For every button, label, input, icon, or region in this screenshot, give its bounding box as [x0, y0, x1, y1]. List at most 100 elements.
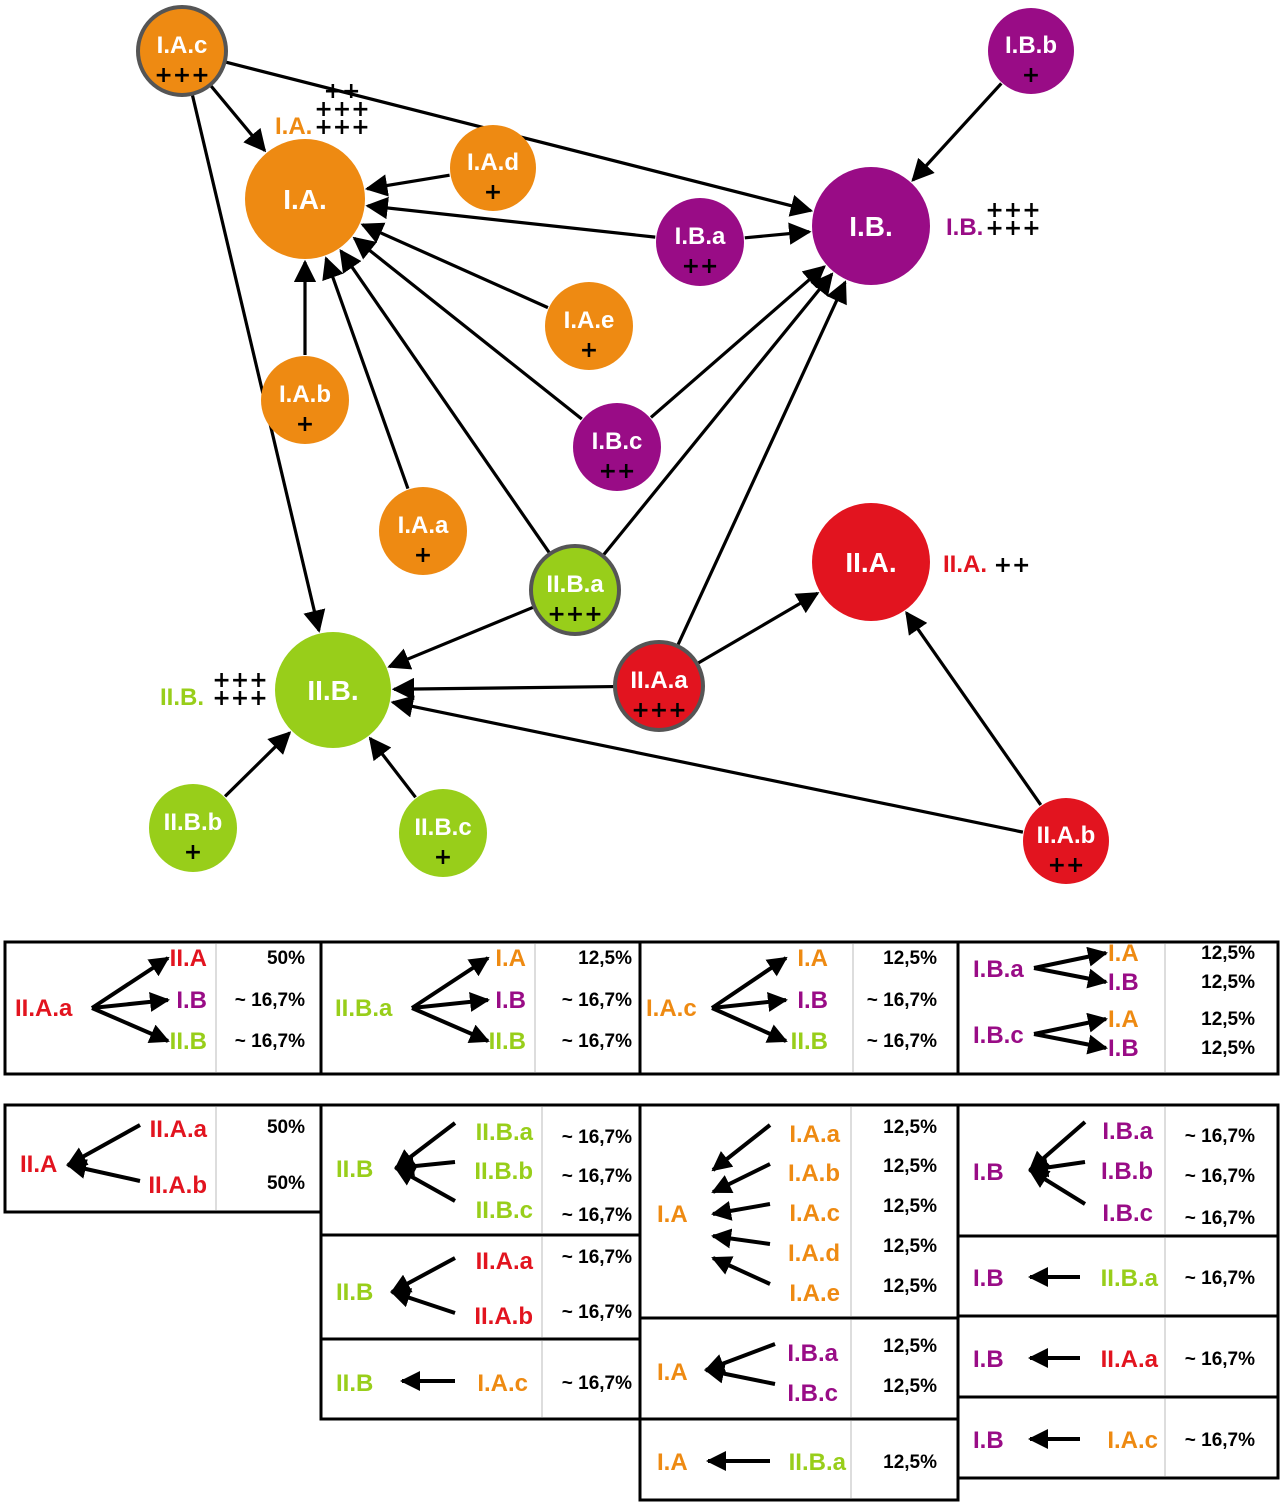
table-percentage: 12,5% [1201, 943, 1255, 964]
table-percentage: 12,5% [1201, 972, 1255, 993]
table-percentage: 12,5% [883, 1452, 937, 1473]
node-circle [245, 139, 365, 259]
node-circle [613, 640, 705, 732]
node-label: I.A.e [564, 307, 615, 334]
edge-arrow-iba-to-ib [744, 222, 812, 245]
table-percentage: ~ 16,7% [562, 1031, 632, 1052]
table-percentage: ~ 16,7% [867, 1031, 937, 1052]
table-percentage: ~ 16,7% [235, 1031, 305, 1052]
table-label: I.A [657, 1359, 688, 1386]
node-label: I.A.a [398, 512, 449, 539]
outflow-arrow [411, 991, 490, 1012]
node-iia: II.A. [812, 503, 930, 621]
table-label: II.B.a [476, 1119, 534, 1146]
node-label: I.A.c [157, 32, 208, 59]
table-percentage: 12,5% [883, 1236, 937, 1257]
table-percentage: 12,5% [883, 948, 937, 969]
table-label: I.A.c [789, 1200, 840, 1227]
table-label: II.A [170, 945, 207, 972]
edge-arrow-iiab-to-iia [905, 610, 1043, 806]
edge-arrow-ibc-to-ia [352, 236, 583, 421]
table-label: II.B [489, 1028, 526, 1055]
node-circle [261, 356, 349, 444]
hub-tag-label: II.A. [943, 551, 987, 578]
node-circle [136, 5, 228, 97]
table-percentage: ~ 16,7% [562, 1302, 632, 1323]
table-label: I.B [176, 987, 207, 1014]
inflow-arrow [1028, 1157, 1086, 1178]
nodes-layer: I.A.c+++I.A.I.A.d+I.A.e+I.A.b+I.A.a+I.B.… [136, 5, 1109, 884]
table-label: I.B [1108, 1035, 1139, 1062]
inflow-arrow [1028, 1168, 1087, 1206]
node-circle [573, 403, 661, 491]
node-circle [450, 125, 536, 211]
table-percentage: 50% [267, 948, 305, 969]
table-percentage: ~ 16,7% [562, 1127, 632, 1148]
table-label: I.B [973, 1159, 1004, 1186]
node-circle [812, 503, 930, 621]
outflow-arrow [91, 991, 170, 1012]
node-label: I.B. [849, 211, 893, 242]
outflow-arrow [1033, 1012, 1108, 1036]
outflow-arrow [1033, 946, 1108, 970]
table-label: I.A.c [477, 1370, 528, 1397]
table-percentage: ~ 16,7% [1185, 1268, 1255, 1289]
table-label: II.B.a [789, 1449, 847, 1476]
table-label: I.B.c [973, 1022, 1024, 1049]
inflow-arrow [711, 1228, 771, 1249]
table-label: II.A.a [150, 1116, 208, 1143]
node-iiab: II.A.b++ [1023, 798, 1109, 884]
table-label: I.B.a [1102, 1118, 1153, 1145]
node-circle [399, 789, 487, 877]
hub-tag-mark: +++ [212, 686, 267, 711]
hub-tag-iib: II.B.++++++ [160, 668, 268, 711]
outflow-arrow [711, 991, 788, 1012]
edge-arrow-iiba-to-ia [339, 248, 551, 554]
table-label: I.B [1108, 969, 1139, 996]
table-label: I.B [973, 1427, 1004, 1454]
node-ia: I.A. [245, 139, 365, 259]
table-percentage: 12,5% [883, 1276, 937, 1297]
node-label: I.B.c [592, 428, 643, 455]
outflow-arrow [1033, 966, 1108, 989]
table-percentage: ~ 16,7% [562, 1166, 632, 1187]
edge-arrow-iiab-to-iib [390, 695, 1024, 834]
node-mark: ++ [682, 254, 719, 279]
node-circle [379, 487, 467, 575]
node-circle [275, 632, 391, 748]
table-label: I.A [1108, 940, 1139, 967]
hub-tag-mark: +++ [314, 115, 369, 140]
inflow-arrow [711, 1201, 771, 1221]
table-label: II.B [170, 1028, 207, 1055]
node-iab: I.A.b+ [261, 356, 349, 444]
table-label: II.A.b [148, 1172, 207, 1199]
table-label: I.A.e [789, 1280, 840, 1307]
edge-arrow-iiaa-to-ib [676, 280, 847, 646]
node-mark: +++ [631, 698, 686, 723]
edge-arrow-ibc-to-ib [649, 265, 826, 419]
table-label: II.B.a [1101, 1265, 1159, 1292]
hub-tag-mark: +++ [985, 198, 1040, 223]
table-percentage: ~ 16,7% [562, 1247, 632, 1268]
node-mark: +++ [154, 63, 209, 88]
table-label: I.B.a [973, 956, 1024, 983]
table-percentage: ~ 16,7% [562, 1373, 632, 1394]
node-circle [656, 198, 744, 286]
inflow-arrow [711, 1256, 771, 1286]
inflow-arrow [66, 1159, 141, 1183]
tables-layer: II.A.a II.A 50% I.B ~ 16,7% II.B ~ 16,7% II.B.a… [3, 940, 1280, 1502]
table-label: I.B.a [787, 1340, 838, 1367]
table-label: I.A [1108, 1006, 1139, 1033]
inflow-arrow [394, 1156, 456, 1177]
hub-tag-mark: +++ [985, 216, 1040, 241]
table-label: II.A.b [474, 1303, 533, 1330]
node-iac: I.A.c +++ [136, 5, 228, 97]
table-percentage: 12,5% [578, 948, 632, 969]
edge-arrow-iiba-to-iib [387, 605, 535, 670]
hub-tag-mark: +++ [314, 97, 369, 122]
table-percentage: 12,5% [883, 1336, 937, 1357]
node-mark: ++ [1048, 853, 1085, 878]
hub-tag-iia: II.A.++ [943, 551, 1030, 578]
node-circle [529, 544, 621, 636]
table-percentage: 12,5% [883, 1156, 937, 1177]
